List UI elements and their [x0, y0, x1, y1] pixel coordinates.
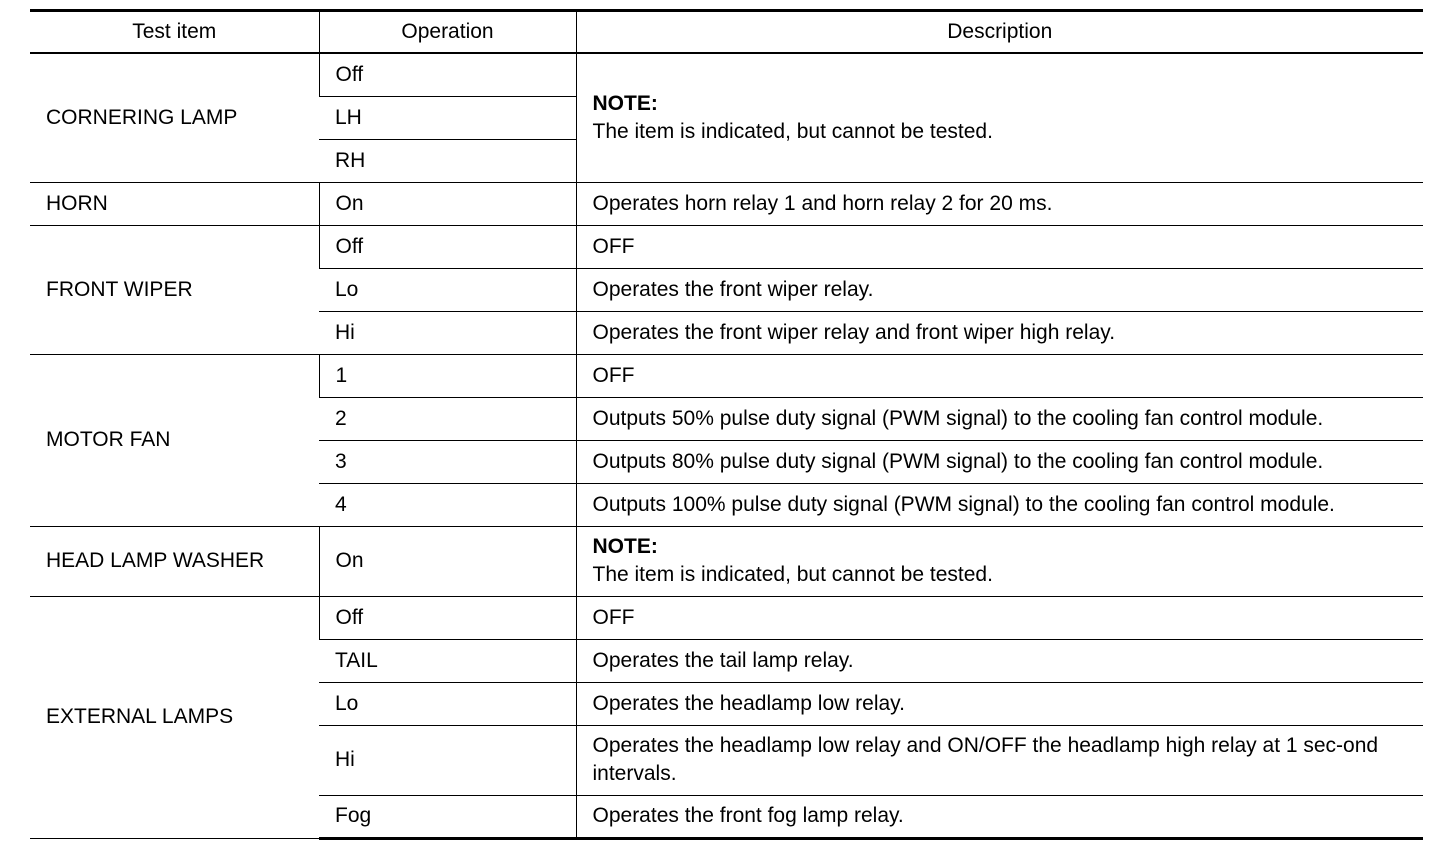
description-cell: Operates the front wiper relay.: [575, 268, 1423, 312]
operation-cell: 4: [319, 483, 576, 527]
operation-cell: Fog: [319, 795, 576, 840]
table-row: RH: [30, 139, 1423, 183]
operation-cell: 1: [318, 354, 576, 398]
description-cell: Outputs 50% pulse duty signal (PWM signa…: [575, 397, 1423, 441]
header-description: Description: [575, 10, 1423, 54]
note-title: NOTE:: [592, 91, 658, 115]
description-cell: Operates the front wiper relay and front…: [575, 311, 1423, 355]
table-row: Hi Operates the headlamp low relay and O…: [30, 725, 1423, 796]
note-title: NOTE:: [592, 535, 658, 558]
operation-cell: 2: [319, 397, 576, 441]
description-cell: Outputs 80% pulse duty signal (PWM signa…: [575, 440, 1423, 484]
operation-cell: TAIL: [319, 639, 576, 683]
table-row: Hi Operates the front wiper relay and fr…: [30, 311, 1423, 355]
header-test-item: Test item: [30, 10, 319, 54]
note-text: The item is indicated, but cannot be tes…: [592, 119, 993, 143]
description-cell: Operates the tail lamp relay.: [575, 639, 1423, 683]
test-item-external-lamps: EXTERNAL LAMPS: [30, 596, 319, 839]
table-row: Lo Operates the headlamp low relay.: [30, 682, 1423, 726]
description-cell: OFF: [575, 225, 1423, 269]
table-row: TAIL Operates the tail lamp relay.: [30, 639, 1423, 683]
table-row: 4 Outputs 100% pulse duty signal (PWM si…: [30, 483, 1423, 527]
table-row: HEAD LAMP WASHER On NOTE: The item is in…: [30, 526, 1423, 597]
table-row: EXTERNAL LAMPS Off OFF: [30, 596, 1423, 839]
test-item-front-wiper: FRONT WIPER: [30, 225, 319, 355]
table-row: FRONT WIPER Off OFF: [30, 225, 1423, 355]
active-test-table: Test item Operation Description CORNERIN…: [30, 9, 1423, 840]
table-row: HORN On Operates horn relay 1 and horn r…: [30, 182, 1423, 226]
table-row: MOTOR FAN 1 OFF: [30, 354, 1423, 527]
description-cell: Operates the headlamp low relay.: [575, 682, 1423, 726]
description-note-cell: NOTE: The item is indicated, but cannot …: [575, 53, 1423, 183]
operation-cell: Off: [318, 53, 576, 97]
operation-cell: On: [318, 526, 576, 597]
description-note-cell: NOTE: The item is indicated, but cannot …: [575, 526, 1423, 597]
description-cell: Operates the headlamp low relay and ON/O…: [575, 725, 1423, 796]
test-item-motor-fan: MOTOR FAN: [30, 354, 319, 527]
test-item-cornering-lamp: CORNERING LAMP: [30, 53, 319, 183]
operation-cell: On: [318, 182, 576, 226]
table-row: CORNERING LAMP Off NOTE: The item is ind…: [30, 53, 1423, 183]
description-cell: Operates the front fog lamp relay.: [575, 795, 1423, 840]
description-cell: OFF: [575, 354, 1423, 398]
operation-cell: Hi: [319, 311, 576, 355]
description-cell: Outputs 100% pulse duty signal (PWM sign…: [575, 483, 1423, 527]
table-row: LH: [30, 96, 1423, 140]
table-row: 2 Outputs 50% pulse duty signal (PWM sig…: [30, 397, 1423, 441]
operation-cell: Off: [318, 596, 576, 640]
table-row: Lo Operates the front wiper relay.: [30, 268, 1423, 312]
description-cell: Operates horn relay 1 and horn relay 2 f…: [575, 182, 1423, 226]
operation-cell: Off: [318, 225, 576, 269]
note-text: The item is indicated, but cannot be tes…: [592, 563, 993, 586]
table-row: 3 Outputs 80% pulse duty signal (PWM sig…: [30, 440, 1423, 484]
operation-cell: RH: [319, 139, 576, 183]
description-cell: OFF: [575, 596, 1423, 640]
header-operation: Operation: [318, 10, 576, 54]
operation-cell: Lo: [319, 682, 576, 726]
operation-cell: Lo: [319, 268, 576, 312]
table-row: Fog Operates the front fog lamp relay.: [30, 795, 1423, 840]
operation-cell: Hi: [319, 725, 576, 796]
operation-cell: 3: [319, 440, 576, 484]
operation-cell: LH: [319, 96, 576, 140]
test-item-horn: HORN: [30, 182, 319, 226]
header-row: Test item Operation Description: [30, 10, 1423, 54]
test-item-head-lamp-washer: HEAD LAMP WASHER: [30, 526, 319, 597]
